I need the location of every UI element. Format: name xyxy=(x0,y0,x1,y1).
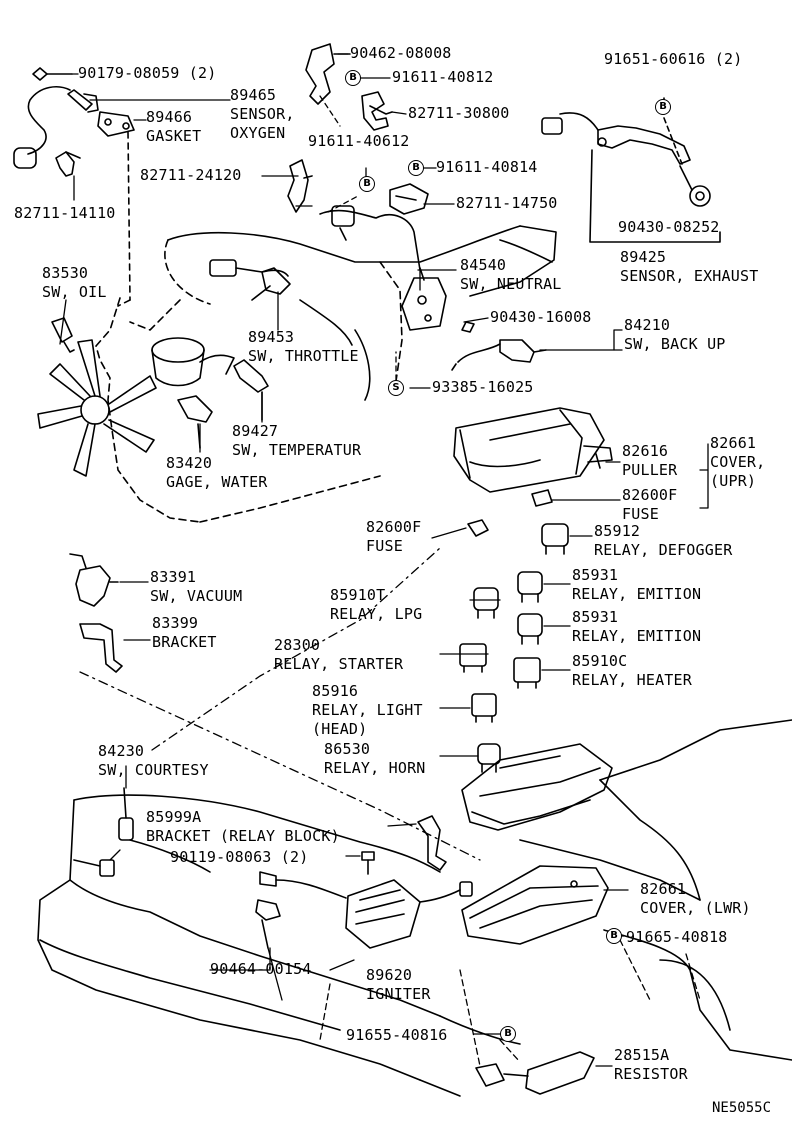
defogger-relay xyxy=(541,523,569,555)
callout-91611-40612: 91611-40612 xyxy=(308,132,410,150)
car-body xyxy=(37,719,792,1097)
neutral-switch xyxy=(319,205,447,331)
bolt-symbol-b: B xyxy=(500,1026,516,1042)
callout-90462: 90462-08008 xyxy=(350,44,452,62)
bracket-90462 xyxy=(305,43,351,105)
emition-relay-1 xyxy=(517,571,543,603)
courtesy-switch xyxy=(118,787,134,841)
bolt-symbol-b: B xyxy=(606,928,622,944)
bolt-90119 xyxy=(361,851,375,875)
relay-block-bracket xyxy=(417,815,447,871)
bolt-symbol-b: B xyxy=(655,99,671,115)
lpg-relay xyxy=(473,587,499,619)
upper-relay-cover xyxy=(453,407,613,507)
diagram-code: NE5055C xyxy=(712,1100,772,1116)
vacuum-switch xyxy=(69,553,119,607)
bolt-symbol-b: B xyxy=(345,70,361,86)
horn-relay xyxy=(477,743,501,773)
callout-91611-40814: 91611-40814 xyxy=(436,158,538,176)
oil-switch xyxy=(51,317,75,353)
callout-91651: 91651-60616 (2) xyxy=(604,50,743,68)
bolt-symbol-b: B xyxy=(359,176,375,192)
bolt-symbol-b: B xyxy=(408,160,424,176)
temperature-switch xyxy=(233,359,269,421)
callout-90430-08252: 90430-08252 xyxy=(618,218,720,236)
throttle-switch xyxy=(209,259,291,301)
clip-82711-14110 xyxy=(55,151,81,177)
callout-91611-40812: 91611-40812 xyxy=(392,68,494,86)
callout-82711-30800: 82711-30800 xyxy=(408,104,510,122)
headlight-relay xyxy=(471,693,497,723)
lower-relay-cover xyxy=(461,865,609,945)
bolt-90464 xyxy=(255,899,281,949)
callout-82711-14750: 82711-14750 xyxy=(456,194,558,212)
callout-91655: 91655-40816 xyxy=(346,1026,448,1044)
engine-outline xyxy=(95,225,557,523)
oxygen-sensor-assembly xyxy=(13,67,135,307)
heater-relay xyxy=(513,657,541,689)
cooling-fan xyxy=(37,339,157,477)
vacuum-bracket xyxy=(79,623,123,673)
water-temp-gage xyxy=(177,395,213,449)
relay-block xyxy=(461,743,613,831)
clip-82711-24120 xyxy=(287,159,313,213)
callout-91665: 91665-40818 xyxy=(626,928,728,946)
callout-90179: 90179-08059 (2) xyxy=(78,64,217,82)
back-up-switch xyxy=(451,321,547,371)
callout-90430-16008: 90430-16008 xyxy=(490,308,592,326)
emition-relay-2 xyxy=(517,613,543,645)
clip-82711-14750 xyxy=(389,183,429,215)
clip-82711-30800 xyxy=(361,91,393,131)
screw-symbol-s: S xyxy=(388,380,404,396)
leader-lines xyxy=(59,53,709,1067)
resistor xyxy=(475,1051,595,1095)
fuse-82600f xyxy=(467,519,489,537)
starter-relay xyxy=(459,643,487,673)
callout-90464: 90464-00154 xyxy=(210,960,312,978)
callout-82711-14110: 82711-14110 xyxy=(14,204,116,222)
igniter xyxy=(259,871,473,949)
callout-82711-24120: 82711-24120 xyxy=(140,166,242,184)
callout-90119: 90119-08063 (2) xyxy=(170,848,309,866)
callout-93385: 93385-16025 xyxy=(432,378,534,396)
exhaust-sensor xyxy=(541,97,721,243)
